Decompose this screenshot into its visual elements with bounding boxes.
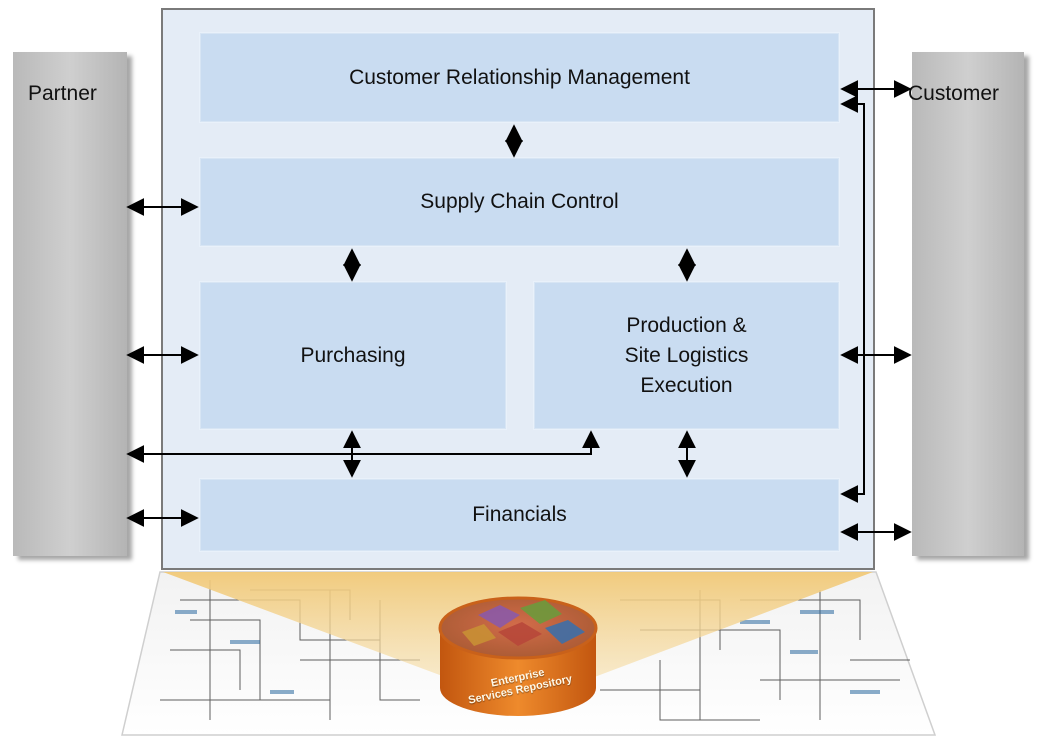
module-production-site-logistics[interactable]: Production & Site Logistics Execution bbox=[533, 281, 840, 430]
module-crm[interactable]: Customer Relationship Management bbox=[199, 32, 840, 123]
arrow-partner-production bbox=[126, 430, 600, 463]
module-financials-label: Financials bbox=[472, 503, 567, 526]
module-crm-label: Customer Relationship Management bbox=[349, 65, 690, 89]
module-purchasing[interactable]: Purchasing bbox=[199, 281, 507, 430]
partner-label: Partner bbox=[28, 82, 97, 105]
module-supply-chain-control[interactable]: Supply Chain Control bbox=[199, 157, 840, 247]
customer-label: Customer bbox=[908, 82, 1000, 105]
production-label-line2: Site Logistics bbox=[624, 343, 749, 367]
partner-column bbox=[13, 52, 127, 556]
module-supply-chain-control-label: Supply Chain Control bbox=[420, 190, 619, 213]
module-financials[interactable]: Financials bbox=[199, 478, 840, 552]
module-production-label: Production & Site Logistics Execution bbox=[625, 311, 749, 401]
arrow-crm-financials-loop bbox=[840, 95, 865, 503]
production-label-line3: Execution bbox=[640, 373, 733, 397]
production-label-line1: Production & bbox=[626, 313, 747, 337]
module-purchasing-label: Purchasing bbox=[300, 343, 406, 367]
customer-column bbox=[912, 52, 1024, 556]
